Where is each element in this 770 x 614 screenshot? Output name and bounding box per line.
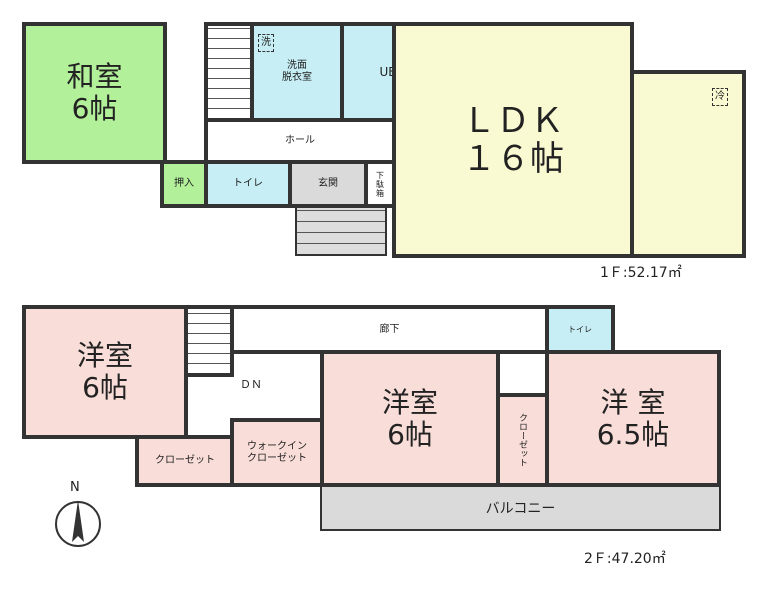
washer-icon: 洗 xyxy=(258,34,274,52)
toilet-1f: トイレ xyxy=(204,160,292,208)
porch xyxy=(295,206,387,256)
washitsu-room: 和室 6帖 xyxy=(22,22,167,164)
north-label: N xyxy=(70,480,80,495)
western-room-middle: 洋室 6帖 xyxy=(320,350,500,487)
western-room-left: 洋室 6帖 xyxy=(22,305,188,439)
ldk-room: ＬＤＫ １６帖 xyxy=(392,22,634,258)
hall: ホール xyxy=(204,118,396,164)
genkan: 玄関 xyxy=(288,160,368,208)
stairs-1f xyxy=(204,22,254,122)
compass-icon xyxy=(55,500,101,547)
kitchen: 冷 xyxy=(630,70,746,258)
stairs-2f xyxy=(184,305,234,377)
oshiire-closet: 押入 xyxy=(160,160,208,208)
hallway: 廊下 xyxy=(230,305,549,354)
balcony: バルコニー xyxy=(320,485,721,531)
fridge-icon: 冷 xyxy=(712,88,728,106)
closet-middle: クローゼット xyxy=(496,393,549,487)
walk-in-closet: ウォークイン クローゼット xyxy=(230,418,324,487)
north-compass: N xyxy=(50,480,106,550)
down-label: ＤＮ xyxy=(240,378,262,391)
toilet-2f: トイレ xyxy=(545,305,615,354)
western-room-right: 洋 室 6.5帖 xyxy=(545,350,721,487)
floor-2-area: 2Ｆ:47.20㎡ xyxy=(584,551,666,567)
floor-1-area: 1Ｆ:52.17㎡ xyxy=(600,265,682,281)
closet-left: クローゼット xyxy=(135,435,235,487)
